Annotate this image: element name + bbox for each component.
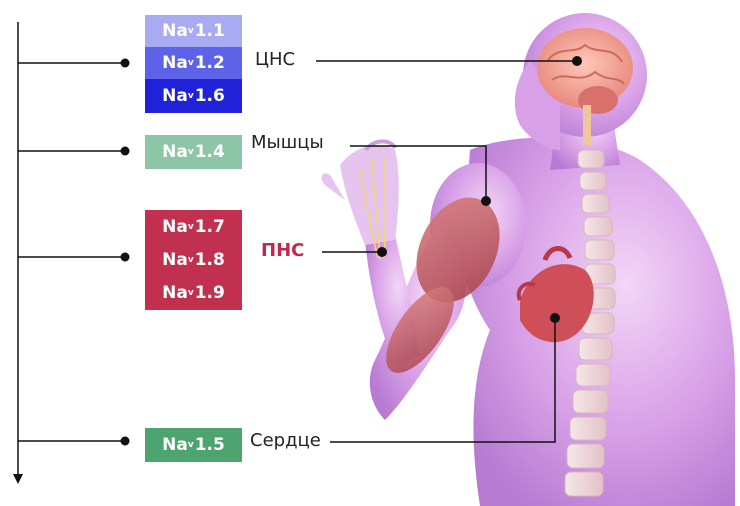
- channel-prefix: Na: [162, 21, 188, 41]
- channel-prefix: Na: [162, 250, 188, 270]
- channel-number: 1.6: [195, 86, 225, 106]
- channel-number: 1.8: [195, 250, 225, 270]
- channel-subscript: v: [188, 147, 194, 157]
- channel-number: 1.5: [195, 435, 225, 455]
- channel-subscript: v: [188, 58, 194, 68]
- channel-subscript: v: [188, 222, 194, 232]
- organ-label-cns: ЦНС: [255, 49, 295, 70]
- human-body-illustration: [322, 13, 735, 506]
- channel-number: 1.7: [195, 217, 225, 237]
- channel-prefix: Na: [162, 283, 188, 303]
- axis-connectors: [18, 63, 125, 441]
- channel-number: 1.1: [195, 21, 225, 41]
- axis-arrowhead: [13, 474, 23, 484]
- channel-subscript: v: [188, 91, 194, 101]
- channel-subscript: v: [188, 26, 194, 36]
- channel-prefix: Na: [162, 217, 188, 237]
- organ-label-pns: ПНС: [261, 240, 304, 261]
- channel-prefix: Na: [162, 435, 188, 455]
- organ-label-muscle: Мышцы: [251, 132, 324, 153]
- axis-connector-dots: [121, 59, 130, 446]
- channel-number: 1.2: [195, 53, 225, 73]
- channel-subscript: v: [188, 255, 194, 265]
- channel-prefix: Na: [162, 142, 188, 162]
- channel-number: 1.4: [195, 142, 225, 162]
- organ-label-heart: Сердце: [250, 430, 321, 451]
- channel-subscript: v: [188, 288, 194, 298]
- channel-number: 1.9: [195, 283, 225, 303]
- channel-prefix: Na: [162, 53, 188, 73]
- channel-subscript: v: [188, 440, 194, 450]
- channel-prefix: Na: [162, 86, 188, 106]
